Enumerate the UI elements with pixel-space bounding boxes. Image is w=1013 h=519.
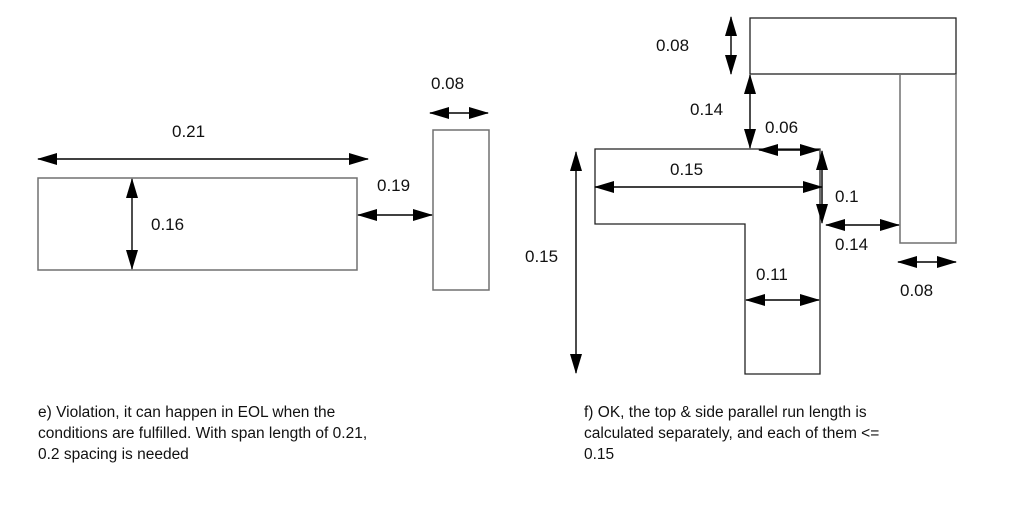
caption-line: 0.15 — [584, 446, 615, 463]
top-wire-width-label: 0.08 — [656, 36, 689, 55]
side-spacing-label: 0.14 — [835, 235, 868, 254]
panel-e-diagram: 0.21 0.16 0.19 0.08 — [37, 74, 490, 291]
side-wire-rect — [899, 74, 957, 244]
caption-line: f) OK, the top & side parallel run lengt… — [584, 404, 867, 421]
narrow-wire-rect — [432, 129, 490, 291]
panel-f-diagram: 0.08 0.14 0.06 0.15 0.1 0.14 0.08 0.15 0… — [525, 16, 957, 375]
top-wire-rect — [749, 17, 957, 75]
side-wire-width-label: 0.08 — [900, 281, 933, 300]
height-label: 0.16 — [151, 215, 184, 234]
panel-e-caption: e) Violation, it can happen in EOL when … — [38, 402, 367, 465]
wide-wire-rect — [37, 177, 358, 271]
vertical-spacing-label: 0.14 — [690, 100, 723, 119]
caption-line: conditions are fulfilled. With span leng… — [38, 425, 368, 442]
leg-width-label: 0.11 — [756, 265, 788, 284]
panel-f-caption: f) OK, the top & side parallel run lengt… — [584, 402, 879, 465]
l-side-length-label: 0.15 — [525, 247, 558, 266]
neighbor-width-label: 0.08 — [431, 74, 464, 93]
l-top-length-label: 0.15 — [670, 160, 703, 179]
l-shaped-wire — [594, 148, 821, 375]
span-length-label: 0.21 — [172, 122, 205, 141]
top-offset-label: 0.06 — [765, 118, 798, 137]
spacing-label: 0.19 — [377, 176, 410, 195]
caption-line: e) Violation, it can happen in EOL when … — [38, 404, 336, 421]
caption-line: 0.2 spacing is needed — [38, 446, 189, 463]
caption-line: calculated separately, and each of them … — [584, 425, 880, 442]
notch-height-label: 0.1 — [835, 187, 859, 206]
